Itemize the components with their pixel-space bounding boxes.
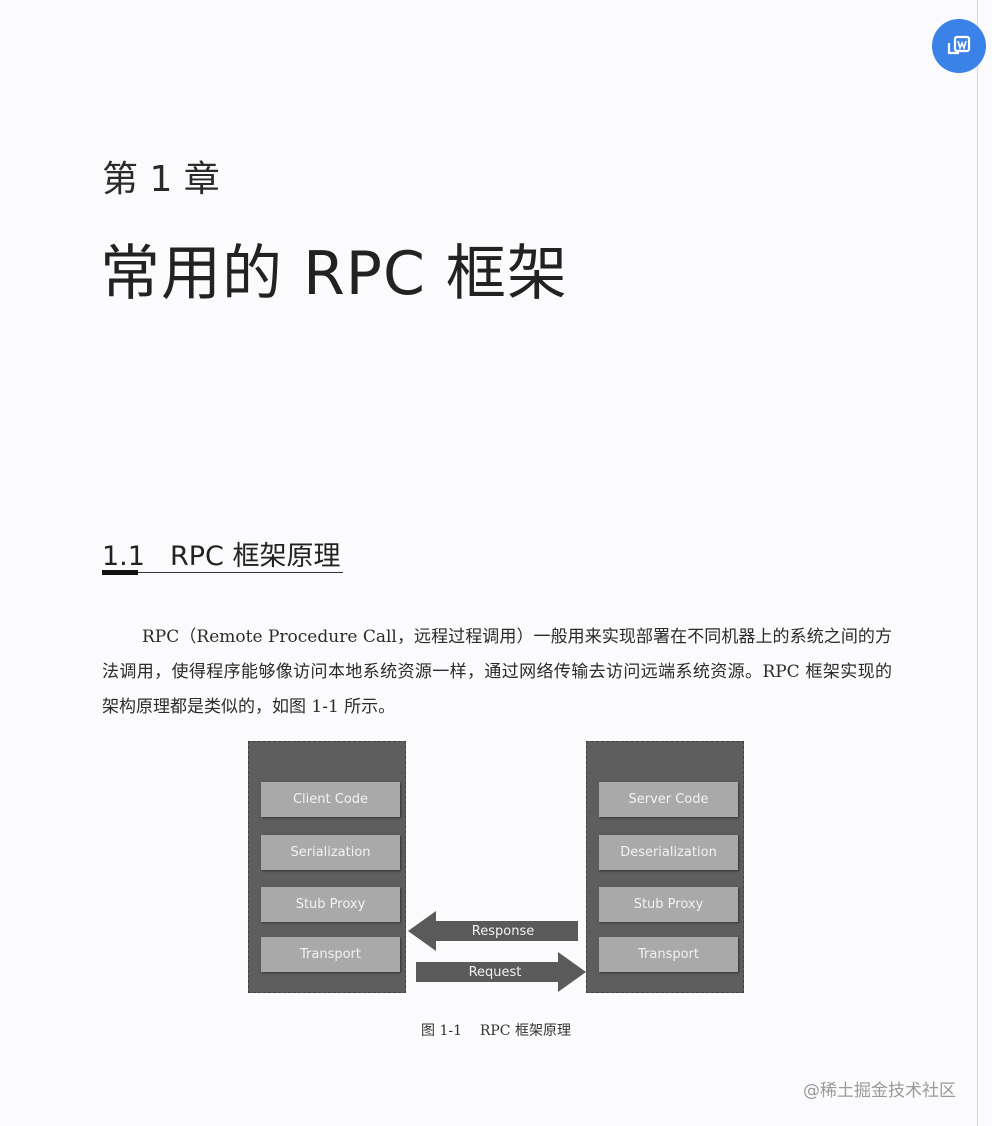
section-heading: 1.1 RPC 框架原理 bbox=[102, 534, 340, 573]
server-transport-block: Transport bbox=[599, 937, 738, 972]
client-transport-block: Transport bbox=[261, 937, 400, 972]
client-code-block: Client Code bbox=[261, 782, 400, 817]
server-stack: Server Code Deserialization Stub Proxy T… bbox=[586, 741, 744, 993]
chapter-title: 常用的 RPC 框架 bbox=[100, 239, 568, 309]
figure-caption: 图 1-1 RPC 框架原理 bbox=[421, 1023, 571, 1039]
request-label: Request bbox=[468, 964, 522, 980]
body-paragraph: RPC（Remote Procedure Call，远程过程调用）一般用来实现部… bbox=[102, 627, 892, 717]
section-underline-bar bbox=[102, 570, 138, 575]
response-label: Response bbox=[471, 923, 535, 939]
section-number: 1.1 bbox=[102, 541, 145, 572]
page-edge bbox=[977, 0, 978, 1126]
serialization-block: Serialization bbox=[261, 835, 400, 870]
request-arrow: Request bbox=[416, 952, 586, 992]
section-underline bbox=[102, 572, 343, 573]
response-arrow: Response bbox=[408, 911, 578, 951]
translate-button[interactable] bbox=[932, 19, 986, 73]
watermark: @稀土掘金技术社区 bbox=[803, 1081, 956, 1101]
deserialization-block: Deserialization bbox=[599, 835, 738, 870]
client-stack: Client Code Serialization Stub Proxy Tra… bbox=[248, 741, 406, 993]
client-stub-proxy-block: Stub Proxy bbox=[261, 887, 400, 922]
server-code-block: Server Code bbox=[599, 782, 738, 817]
chapter-label: 第 1 章 bbox=[102, 159, 220, 200]
translate-icon bbox=[947, 35, 971, 55]
server-stub-proxy-block: Stub Proxy bbox=[599, 887, 738, 922]
section-title: RPC 框架原理 bbox=[170, 541, 341, 572]
